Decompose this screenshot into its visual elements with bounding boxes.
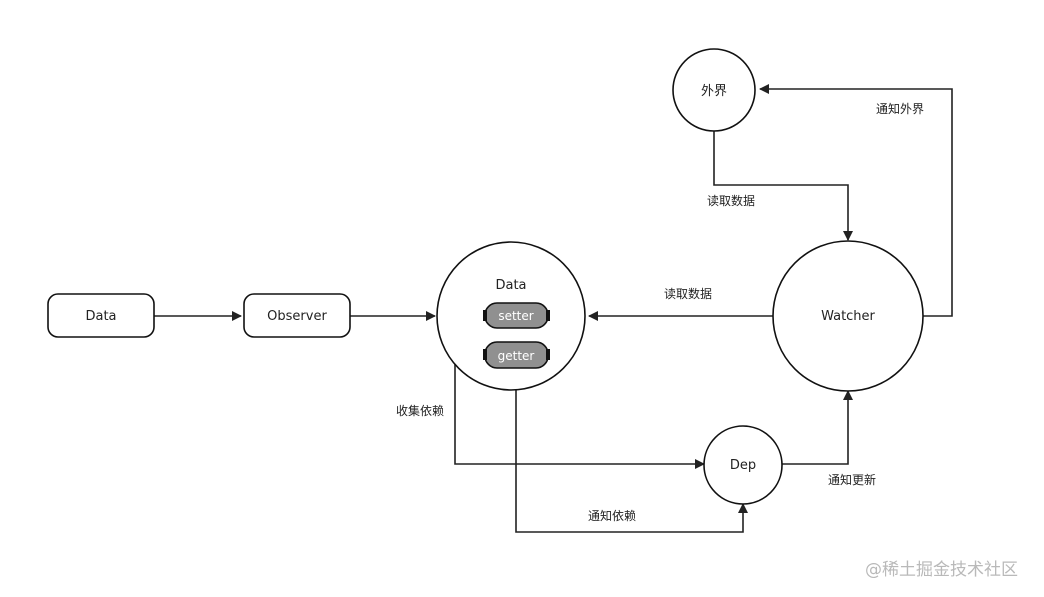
watcher-node: Watcher <box>772 240 924 392</box>
setter-left-port <box>483 310 487 321</box>
setter-right-port <box>546 310 550 321</box>
watcher-circle <box>772 240 924 392</box>
observer-box <box>243 293 351 338</box>
setter-label: setter <box>498 309 533 323</box>
collect-deps-label: 收集依赖 <box>396 403 444 418</box>
read-data-top-label: 读取数据 <box>707 193 755 208</box>
edge-notify-update <box>782 390 853 465</box>
data-node: Data setter getter <box>436 241 586 391</box>
edge-notify-deps <box>515 368 748 533</box>
dep-label: Dep <box>730 458 756 473</box>
notify-update-label: 通知更新 <box>828 472 876 487</box>
notify-outside-label: 通知外界 <box>876 102 924 116</box>
outside-circle <box>672 48 756 132</box>
read-data-mid-label: 读取数据 <box>664 286 712 301</box>
data-source-node: Data <box>47 293 155 338</box>
notify-deps-label: 通知依赖 <box>588 508 636 523</box>
edge-outside-read-data <box>713 130 853 241</box>
data-circle-label: Data <box>495 278 526 293</box>
dep-circle <box>703 425 783 505</box>
outside-label: 外界 <box>701 84 727 99</box>
watermark: @稀土掘金技术社区 <box>865 560 1018 580</box>
observer-node: Observer <box>243 293 351 338</box>
observer-label: Observer <box>267 309 327 324</box>
dep-node: Dep <box>703 425 783 505</box>
getter-left-port <box>483 349 487 360</box>
outside-node: 外界 <box>672 48 756 132</box>
watcher-label: Watcher <box>821 309 875 324</box>
data-source-label: Data <box>85 309 116 324</box>
data-source-box <box>47 293 155 338</box>
getter-label: getter <box>498 349 535 363</box>
getter-right-port <box>546 349 550 360</box>
edge-notify-outside <box>759 84 953 317</box>
